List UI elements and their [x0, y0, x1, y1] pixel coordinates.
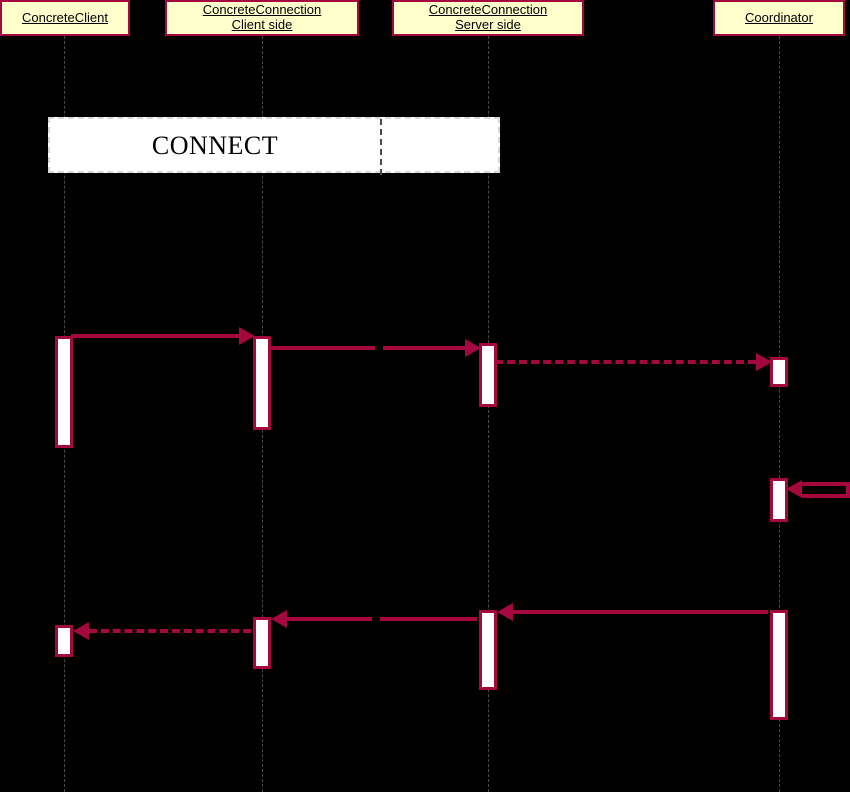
- fragment-divider: [380, 119, 382, 175]
- message-line: [269, 346, 375, 350]
- message-line: [495, 360, 756, 364]
- arrowhead-left-icon: [786, 480, 802, 498]
- message-line: [287, 617, 372, 621]
- activation-bar-act-client-1: [55, 336, 73, 448]
- message-elbow: [846, 482, 850, 498]
- fragment-label: CONNECT: [151, 131, 279, 160]
- activation-bar-act-conn-client-1: [253, 336, 271, 430]
- activation-bar-act-coordinator-2: [770, 478, 788, 522]
- lifeline-concrete-connection-server-side: [488, 36, 489, 792]
- activation-bar-act-conn-client-2: [253, 617, 271, 669]
- participant-coordinator[interactable]: Coordinator: [713, 0, 845, 36]
- message-line: [802, 482, 850, 486]
- participant-label: Coordinator: [745, 9, 813, 25]
- activation-bar-act-client-2: [55, 625, 73, 657]
- participant-label: ConcreteClient: [22, 9, 108, 25]
- activation-bar-act-coordinator-3: [770, 610, 788, 720]
- message-line: [383, 346, 465, 350]
- participant-label: ConcreteConnection Server side: [428, 2, 548, 32]
- message-line: [513, 610, 768, 614]
- activation-bar-act-conn-server-1: [479, 343, 497, 407]
- arrowhead-right-icon: [239, 327, 255, 345]
- arrowhead-left-icon: [271, 610, 287, 628]
- activation-bar-act-coordinator-1: [770, 357, 788, 387]
- participant-label: ConcreteConnection Client side: [202, 2, 322, 32]
- connect-fragment-box: CONNECT: [48, 117, 500, 175]
- message-line: [380, 617, 477, 621]
- message-line: [71, 334, 239, 338]
- arrowhead-right-icon: [756, 353, 772, 371]
- participant-concrete-connection-client-side[interactable]: ConcreteConnection Client side: [165, 0, 359, 36]
- arrowhead-left-icon: [73, 622, 89, 640]
- activation-bar-act-conn-server-2: [479, 610, 497, 690]
- participant-concrete-client[interactable]: ConcreteClient: [0, 0, 130, 36]
- arrowhead-right-icon: [465, 339, 481, 357]
- message-line: [89, 629, 251, 633]
- message-line: [802, 494, 850, 498]
- lifeline-coordinator: [779, 36, 780, 792]
- participant-concrete-connection-server-side[interactable]: ConcreteConnection Server side: [392, 0, 584, 36]
- arrowhead-left-icon: [497, 603, 513, 621]
